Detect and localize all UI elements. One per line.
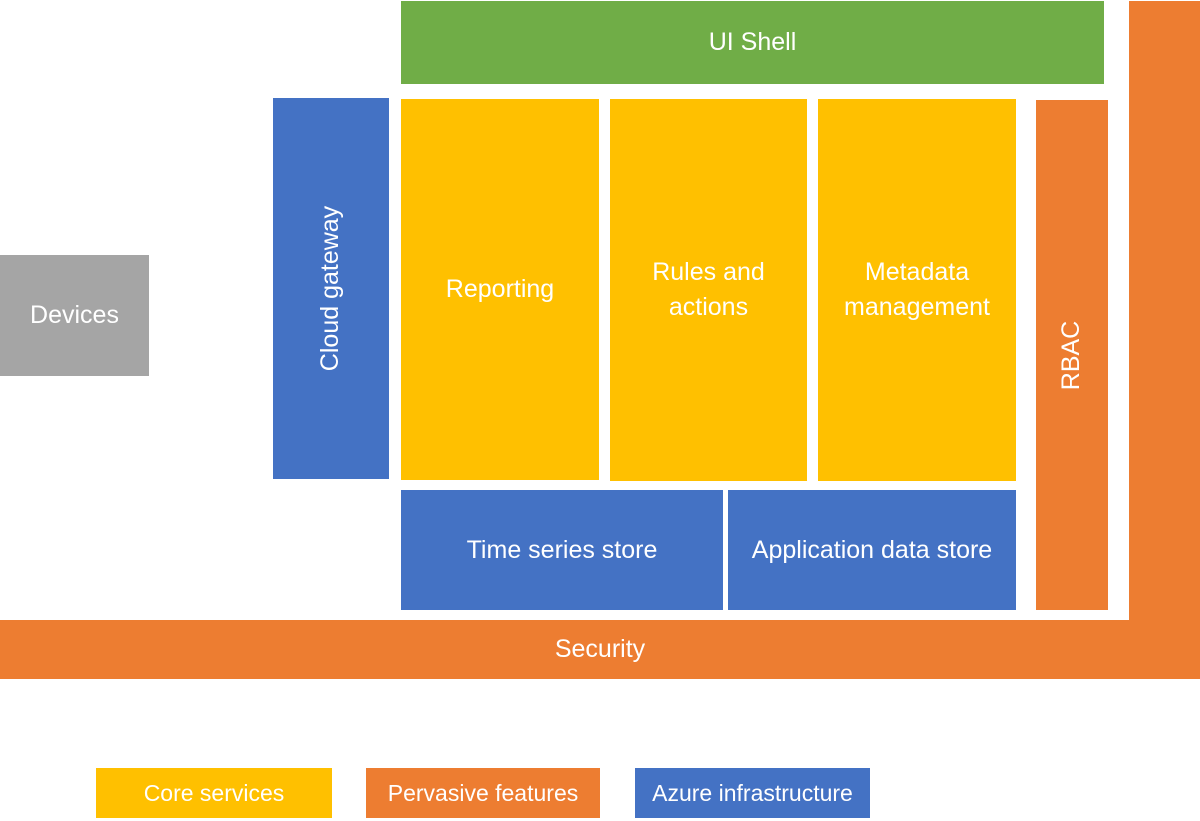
time-series-store-label: Time series store xyxy=(466,535,658,564)
rbac-label: RBAC xyxy=(1057,320,1086,390)
application-data-store-label: Application data store xyxy=(751,535,993,564)
legend-pervasive-features: Pervasive features xyxy=(366,768,600,818)
reporting-label: Reporting xyxy=(445,275,555,303)
rules-and-actions-label: Rules and actions xyxy=(652,258,765,321)
legend-core-services-label: Core services xyxy=(143,779,285,806)
metadata-management-label: Metadata management xyxy=(844,258,990,321)
legend-azure-infrastructure: Azure infrastructure xyxy=(635,768,870,818)
ui-shell-label: UI Shell xyxy=(708,28,797,56)
security-block: Security xyxy=(0,620,1200,679)
devices-block: Devices xyxy=(0,255,149,376)
reporting-block: Reporting xyxy=(401,99,599,480)
time-series-store-block: Time series store xyxy=(401,490,723,610)
security-label: Security xyxy=(554,635,646,663)
legend-core-services: Core services xyxy=(96,768,332,818)
application-data-store-block: Application data store xyxy=(728,490,1016,610)
legend-pervasive-features-label: Pervasive features xyxy=(387,779,579,806)
cloud-gateway-block: Cloud gateway xyxy=(273,98,389,479)
ui-shell-block: UI Shell xyxy=(401,1,1104,84)
rules-and-actions-block: Rules and actions xyxy=(610,99,807,481)
rbac-block: RBAC xyxy=(1036,100,1108,610)
cloud-gateway-label: Cloud gateway xyxy=(316,205,345,372)
devices-label: Devices xyxy=(30,301,119,329)
security-vertical-bar xyxy=(1129,1,1200,679)
legend-azure-infrastructure-label: Azure infrastructure xyxy=(652,779,853,806)
metadata-management-block: Metadata management xyxy=(818,99,1016,481)
